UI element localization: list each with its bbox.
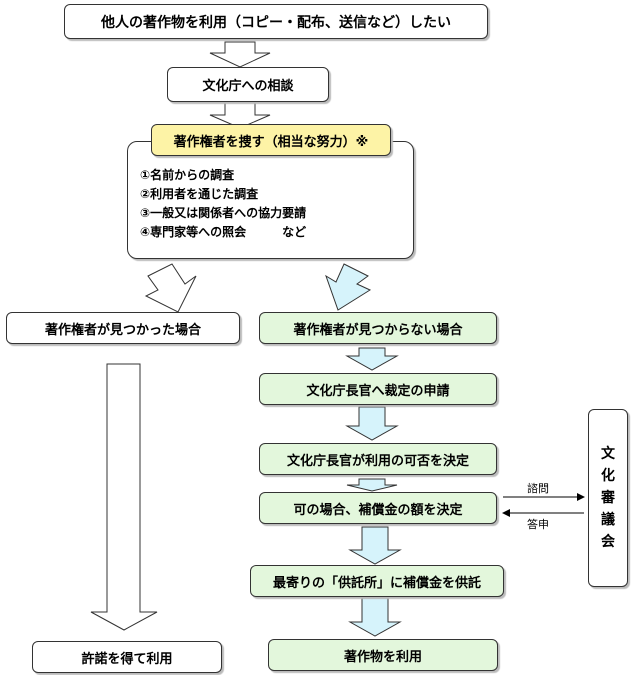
arrow-step-1 (345, 347, 399, 371)
step-text-1: 文化庁長官へ裁定の申請 (306, 383, 450, 399)
consult-text: 文化庁への相談 (202, 79, 294, 94)
council-char: 文 (601, 446, 615, 462)
search-header-text: 著作権者を捜す（相当な努力）※ (173, 134, 369, 150)
council-char: 化 (601, 468, 615, 484)
arrow-step-5 (348, 597, 402, 637)
step-box-5: 著作物を利用 (268, 639, 498, 671)
council-char: 会 (601, 534, 615, 550)
arrow-step-4 (348, 526, 402, 565)
permission-box: 許諾を得て利用 (32, 641, 222, 673)
council-char: 審 (601, 490, 615, 506)
step-box-3: 可の場合、補償金の額を決定 (259, 492, 497, 524)
title-text: 他人の著作物を利用（コピー・配布、送信など）したい (101, 14, 451, 31)
council-char: 議 (601, 512, 615, 528)
step-text-2: 文化庁長官が利用の可否を決定 (286, 453, 469, 469)
not-found-box: 著作権者が見つからない場合 (259, 312, 497, 344)
search-method-item: ①名前からの調査 (140, 168, 235, 182)
permission-text: 許諾を得て利用 (81, 651, 173, 667)
arrow-step-2 (345, 406, 399, 441)
search-header: 著作権者を捜す（相当な努力）※ (151, 124, 391, 156)
step-text-3: 可の場合、補償金の額を決定 (293, 502, 463, 518)
arrow-found-to-permission (90, 363, 158, 631)
arrow-search-to-found (144, 263, 197, 313)
step-box-1: 文化庁長官へ裁定の申請 (259, 373, 497, 405)
arrow-title-to-consult (209, 41, 271, 68)
not-found-text: 著作権者が見つからない場合 (293, 322, 463, 338)
search-method-item: ②利用者を通じた調査 (140, 187, 259, 201)
found-text: 著作権者が見つかった場合 (44, 322, 201, 338)
report-label: 答申 (527, 518, 549, 531)
arrow-search-to-notfound (325, 263, 372, 311)
step-box-4: 最寄りの「供託所」に補償金を供託 (250, 565, 504, 597)
step-box-2: 文化庁長官が利用の可否を決定 (259, 443, 497, 475)
arrow-consult-to-search (209, 101, 271, 129)
search-methods-list: ①名前からの調査 ②利用者を通じた調査 ③一般又は関係者への協力要請 ④専門家等… (140, 166, 306, 242)
search-method-item: ④専門家等への照会 など (140, 225, 307, 239)
title-box: 他人の著作物を利用（コピー・配布、送信など）したい (64, 4, 488, 39)
consultation-label: 諮問 (527, 482, 549, 495)
step-text-4: 最寄りの「供託所」に補償金を供託 (272, 575, 481, 591)
council-box: 文 化 審 議 会 (588, 409, 628, 587)
search-method-item: ③一般又は関係者への協力要請 (140, 206, 307, 220)
step-text-5: 著作物を利用 (343, 649, 422, 665)
found-box: 著作権者が見つかった場合 (6, 312, 240, 344)
consult-box: 文化庁への相談 (167, 67, 329, 102)
arrow-step-3 (346, 478, 398, 492)
